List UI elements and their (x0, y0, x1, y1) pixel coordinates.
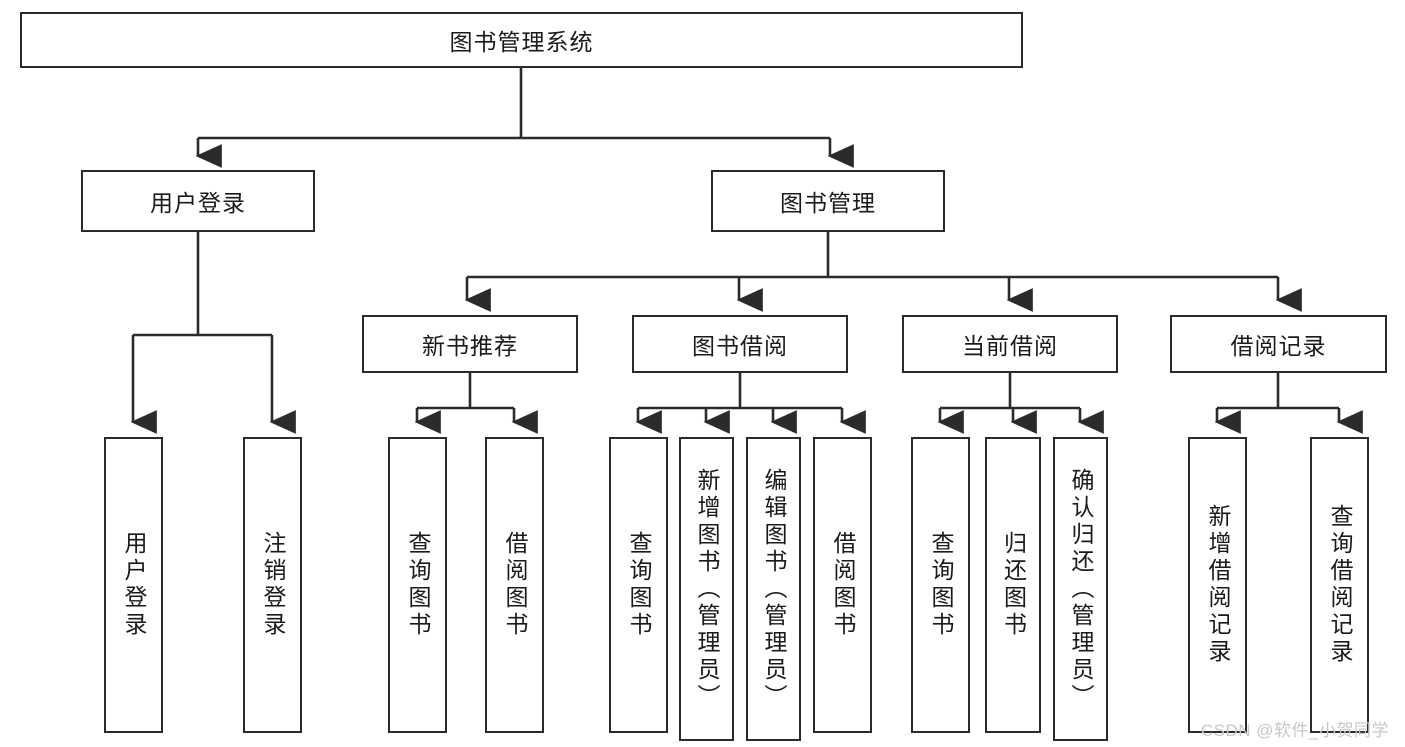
leaf-node-label: 查询图书 (928, 531, 954, 639)
leaf-node[interactable]: 查询图书 (911, 437, 970, 733)
leaf-node[interactable]: 查询借阅记录 (1310, 437, 1369, 733)
leaf-node[interactable]: 借阅图书 (813, 437, 872, 733)
node-book-management[interactable]: 图书管理 (711, 170, 945, 232)
node-root[interactable]: 图书管理系统 (20, 12, 1023, 68)
node-book-management-label: 图书管理 (780, 190, 876, 216)
leaf-node[interactable]: 新增借阅记录 (1188, 437, 1247, 733)
leaf-node[interactable]: 编辑图书（管理员） (746, 437, 801, 741)
leaf-node[interactable]: 查询图书 (609, 437, 668, 733)
node-root-label: 图书管理系统 (449, 29, 594, 55)
leaf-node[interactable]: 用户登录 (104, 437, 163, 733)
leaf-node[interactable]: 新增图书（管理员） (679, 437, 734, 741)
leaf-node[interactable]: 注销登录 (243, 437, 302, 733)
leaf-node-label: 查询借阅记录 (1327, 504, 1353, 666)
leaf-node[interactable]: 确认归还（管理员） (1053, 437, 1108, 741)
leaf-node-label: 新增图书（管理员） (694, 467, 720, 711)
node-current-borrow[interactable]: 当前借阅 (902, 315, 1118, 373)
leaf-node-label: 借阅图书 (830, 531, 856, 639)
node-borrow-record-label: 借阅记录 (1230, 333, 1327, 359)
node-borrow-record[interactable]: 借阅记录 (1170, 315, 1387, 373)
leaf-node-label: 借阅图书 (502, 531, 528, 639)
leaf-node[interactable]: 查询图书 (388, 437, 447, 733)
leaf-node-label: 归还图书 (1000, 531, 1027, 639)
node-new-book-recommend-label: 新书推荐 (422, 333, 518, 359)
leaf-node[interactable]: 借阅图书 (485, 437, 544, 733)
node-user-login[interactable]: 用户登录 (81, 170, 315, 232)
leaf-node-label: 新增借阅记录 (1205, 504, 1231, 666)
node-book-borrow[interactable]: 图书借阅 (632, 315, 848, 373)
node-user-login-label: 用户登录 (150, 190, 246, 216)
leaf-node-label: 编辑图书（管理员） (761, 467, 787, 711)
leaf-node[interactable]: 归还图书 (985, 437, 1041, 733)
node-book-borrow-label: 图书借阅 (692, 333, 788, 359)
leaf-node-label: 用户登录 (121, 531, 147, 639)
leaf-node-label: 查询图书 (626, 531, 652, 639)
node-current-borrow-label: 当前借阅 (962, 333, 1058, 359)
leaf-node-label: 查询图书 (405, 531, 431, 639)
leaf-node-label: 确认归还（管理员） (1068, 467, 1094, 711)
leaf-node-label: 注销登录 (260, 531, 286, 639)
node-new-book-recommend[interactable]: 新书推荐 (362, 315, 578, 373)
